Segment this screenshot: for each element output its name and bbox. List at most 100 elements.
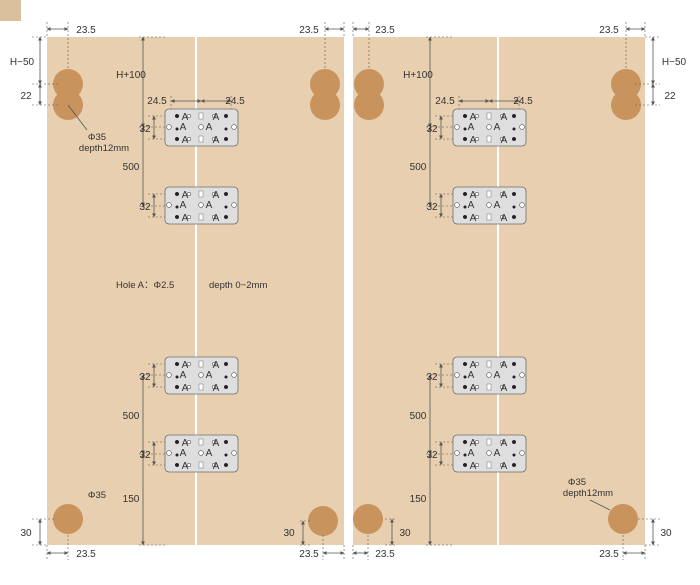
right-board-centerline bbox=[497, 37, 499, 545]
plate-dot bbox=[512, 205, 516, 209]
hole-a-letter: A bbox=[501, 360, 508, 371]
dimension-label: 32 bbox=[426, 202, 438, 213]
plate-screw-hole bbox=[462, 191, 468, 197]
plate-screw-hole bbox=[499, 462, 505, 468]
plate-screw-hole bbox=[211, 439, 217, 445]
hole-a-letter: A bbox=[501, 438, 508, 449]
plate-slot bbox=[486, 135, 492, 143]
plate-edge-hole bbox=[166, 202, 172, 208]
plate-edge-hole bbox=[231, 202, 237, 208]
plate-screw-hole bbox=[223, 462, 229, 468]
cup-hole bbox=[611, 69, 641, 99]
hole-a-letter: A bbox=[182, 112, 189, 123]
plate-slot bbox=[486, 213, 492, 221]
hole-a-letter: A bbox=[213, 112, 220, 123]
dimension-label: 23.5 bbox=[599, 549, 619, 560]
dimension-label: 24.5 bbox=[225, 96, 245, 107]
hole-a-letter: A bbox=[182, 438, 189, 449]
plate-dot bbox=[224, 127, 228, 131]
dimension-label: 500 bbox=[410, 411, 427, 422]
dimension-label: H+100 bbox=[116, 70, 146, 81]
hole-a-letter: A bbox=[470, 438, 477, 449]
hole-a-letter: A bbox=[470, 461, 477, 472]
plate-screw-hole bbox=[511, 136, 517, 142]
hole-a-letter: A bbox=[470, 383, 477, 394]
dimension-label: 32 bbox=[139, 450, 151, 461]
plate-dot bbox=[224, 205, 228, 209]
cup-hole bbox=[53, 504, 83, 534]
dimension-label: 23.5 bbox=[375, 25, 395, 36]
hole-a-letter: A bbox=[206, 200, 213, 211]
plate-dot bbox=[463, 375, 467, 379]
dimension-label: 500 bbox=[123, 411, 140, 422]
dimension-label: 24.5 bbox=[435, 96, 455, 107]
plate-screw-hole bbox=[186, 113, 192, 119]
plate-screw-hole bbox=[174, 361, 180, 367]
hole-a-letter: A bbox=[501, 383, 508, 394]
plate-screw-hole bbox=[511, 361, 517, 367]
plate-dot bbox=[463, 453, 467, 457]
cup-hole bbox=[353, 504, 383, 534]
dimension-label: 23.5 bbox=[299, 25, 319, 36]
plate-slot bbox=[198, 438, 204, 446]
dimension-label: 32 bbox=[139, 202, 151, 213]
plate-screw-hole bbox=[211, 136, 217, 142]
plate-screw-hole bbox=[499, 439, 505, 445]
dimension-label: 150 bbox=[410, 494, 427, 505]
plate-slot bbox=[486, 383, 492, 391]
hole-a-depth-note: depth 0−2mm bbox=[209, 280, 267, 291]
plate-slot bbox=[198, 213, 204, 221]
dimension-label: 32 bbox=[426, 450, 438, 461]
plate-edge-hole bbox=[166, 124, 172, 130]
plate-screw-hole bbox=[474, 462, 480, 468]
dimension-label: 30 bbox=[283, 528, 295, 539]
plate-screw-hole bbox=[499, 214, 505, 220]
leader-line bbox=[67, 104, 88, 131]
plate-screw-hole bbox=[499, 361, 505, 367]
hole-a-spec-note: Hole A：Φ2.5 bbox=[116, 280, 174, 291]
hole-a-letter: A bbox=[501, 213, 508, 224]
hole-depth-note: depth12mm bbox=[79, 143, 129, 154]
plate-screw-hole bbox=[474, 136, 480, 142]
dimension-label: H−50 bbox=[10, 57, 35, 68]
plate-screw-hole bbox=[511, 113, 517, 119]
cup-hole bbox=[611, 90, 641, 120]
hole-a-letter: A bbox=[501, 190, 508, 201]
plate-screw-hole bbox=[511, 384, 517, 390]
plate-screw-hole bbox=[223, 384, 229, 390]
plate-screw-hole bbox=[511, 462, 517, 468]
plate-slot bbox=[198, 112, 204, 120]
plate-screw-hole bbox=[186, 384, 192, 390]
hole-a-letter: A bbox=[470, 360, 477, 371]
hole-diameter-note: Φ35 bbox=[88, 490, 106, 501]
plate-screw-hole bbox=[211, 361, 217, 367]
plate-screw-hole bbox=[223, 214, 229, 220]
hole-a-letter: A bbox=[494, 122, 501, 133]
hole-a-letter: A bbox=[468, 448, 475, 459]
dimension-label: 23.5 bbox=[375, 549, 395, 560]
plate-dot bbox=[512, 127, 516, 131]
plate-edge-hole bbox=[166, 450, 172, 456]
dimension-label: 22 bbox=[20, 91, 32, 102]
dimension-label: 22 bbox=[664, 91, 676, 102]
plate-screw-hole bbox=[474, 361, 480, 367]
plate-screw-hole bbox=[511, 191, 517, 197]
plate-screw-hole bbox=[462, 384, 468, 390]
dimension-label: H−50 bbox=[662, 57, 687, 68]
plate-dot bbox=[224, 453, 228, 457]
plate-slot bbox=[486, 112, 492, 120]
dimension-label: 32 bbox=[426, 372, 438, 383]
hole-depth-note: depth12mm bbox=[563, 488, 613, 499]
dimension-label: 23.5 bbox=[599, 25, 619, 36]
dimension-label: 30 bbox=[399, 528, 411, 539]
plate-slot bbox=[486, 461, 492, 469]
dimension-label: 500 bbox=[410, 162, 427, 173]
plate-screw-hole bbox=[186, 361, 192, 367]
plate-screw-hole bbox=[474, 191, 480, 197]
plate-screw-hole bbox=[174, 136, 180, 142]
hole-a-letter: A bbox=[468, 122, 475, 133]
plate-slot bbox=[198, 190, 204, 198]
